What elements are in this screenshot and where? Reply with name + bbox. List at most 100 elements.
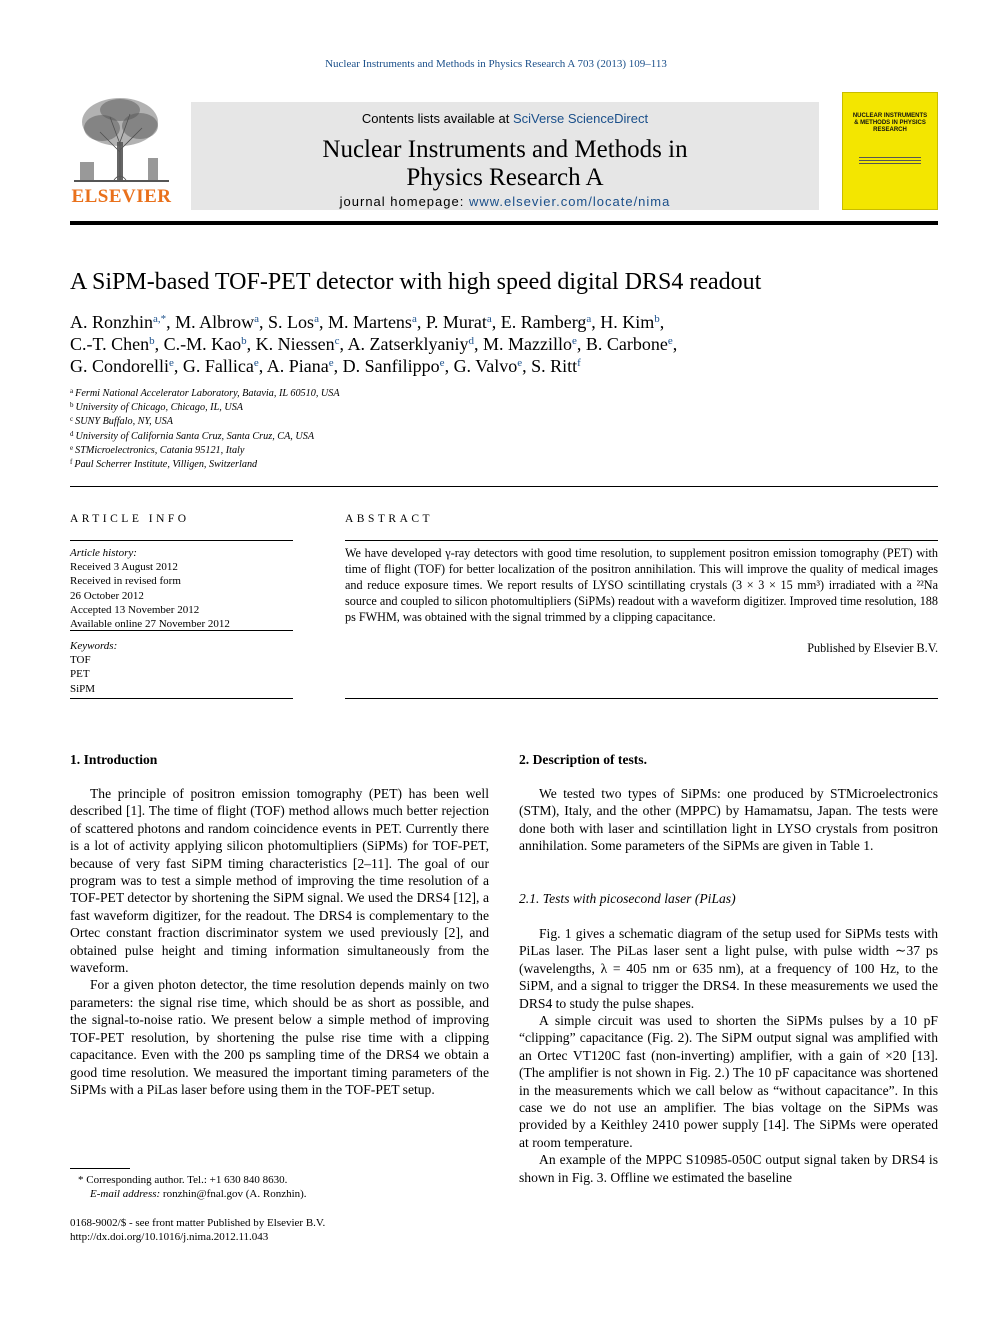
- history-item: Available online 27 November 2012: [70, 618, 230, 631]
- author-name: A. Zatserklyaniy: [347, 334, 469, 354]
- affiliation-text: University of California Santa Cruz, San…: [75, 430, 315, 442]
- affiliation-marker[interactable]: e: [169, 357, 174, 369]
- email-address[interactable]: ronzhin@fnal.gov (A. Ronzhin).: [160, 1188, 307, 1200]
- affiliation-marker[interactable]: a: [486, 313, 492, 325]
- abstract-text: We have developed γ-ray detectors with g…: [345, 546, 938, 624]
- affiliation-marker[interactable]: b: [149, 335, 155, 347]
- affiliation-key: f: [70, 458, 73, 467]
- footnotes: * Corresponding author. Tel.: +1 630 840…: [70, 1173, 489, 1201]
- sciencedirect-link[interactable]: SciVerse ScienceDirect: [512, 111, 649, 126]
- keywords-label: Keywords:: [70, 640, 118, 652]
- elsevier-wordmark: ELSEVIER: [71, 186, 172, 207]
- journal-info-box: Contents lists available at SciVerse Sci…: [191, 102, 819, 210]
- description-body: We tested two types of SiPMs: one produc…: [519, 785, 938, 855]
- keyword: SiPM: [70, 682, 96, 695]
- author-name: A. Ronzhin: [70, 312, 153, 332]
- subsection-pilas: 2.1. Tests with picosecond laser (PiLas): [519, 890, 938, 907]
- affiliation-marker[interactable]: e: [328, 357, 334, 369]
- section-introduction: 1. Introduction: [70, 751, 489, 768]
- author-line-3: G. Condorellie, G. Fallicae, A. Pianae, …: [70, 356, 581, 376]
- affiliation-text: University of Chicago, Chicago, IL, USA: [75, 402, 244, 414]
- affiliation-key: e: [70, 443, 74, 452]
- affiliation-text: STMicroelectronics, Catania 95121, Italy: [75, 444, 245, 456]
- author-name: E. Ramberg: [500, 312, 587, 332]
- subsection-heading: 2.1. Tests with picosecond laser (PiLas): [519, 891, 736, 906]
- author-name: S. Ritt: [531, 356, 578, 376]
- doi-link[interactable]: http://dx.doi.org/10.1016/j.nima.2012.11…: [70, 1231, 269, 1243]
- author-name: G. Valvo: [453, 356, 518, 376]
- journal-banner: ELSEVIER Contents lists available at Sci…: [70, 92, 938, 214]
- journal-name-line2: Physics Research A: [406, 164, 604, 191]
- affiliation-marker[interactable]: a: [586, 313, 592, 325]
- affiliation-text: Paul Scherrer Institute, Villigen, Switz…: [74, 459, 258, 471]
- affiliation-text: Fermi National Accelerator Laboratory, B…: [75, 388, 340, 399]
- affiliation-marker[interactable]: e: [439, 357, 445, 369]
- section-heading: 2. Description of tests.: [519, 752, 647, 767]
- homepage-label: journal homepage:: [339, 194, 469, 209]
- divider: [70, 486, 938, 487]
- journal-name-line1: Nuclear Instruments and Methods in: [322, 136, 688, 163]
- elsevier-logo: ELSEVIER: [70, 92, 173, 210]
- email-note: E-mail address: ronzhin@fnal.gov (A. Ron…: [70, 1187, 489, 1201]
- author-name: B. Carbone: [585, 334, 668, 354]
- affiliation-marker[interactable]: e: [253, 357, 259, 369]
- paragraph: An example of the MPPC S10985-050C outpu…: [519, 1152, 938, 1185]
- paragraph: A simple circuit was used to shorten the…: [519, 1013, 938, 1150]
- affiliation-marker[interactable]: b: [241, 335, 247, 347]
- affiliation-marker[interactable]: e: [572, 335, 577, 347]
- author-name: C.-T. Chen: [70, 334, 150, 354]
- cover-lines: [859, 155, 921, 169]
- keywords: Keywords: TOF PET SiPM: [70, 639, 293, 696]
- affiliation-marker[interactable]: a: [314, 313, 319, 325]
- author-name: C.-M. Kao: [163, 334, 242, 354]
- keyword: TOF: [70, 654, 91, 667]
- author-name: K. Niessen: [255, 334, 335, 354]
- author-name: S. Los: [268, 312, 315, 332]
- footnote-divider: [70, 1168, 130, 1169]
- email-label: E-mail address:: [90, 1188, 161, 1200]
- issn-line: 0168-9002/$ - see front matter Published…: [70, 1217, 326, 1229]
- affiliation-marker[interactable]: a: [254, 313, 260, 325]
- homepage-link[interactable]: www.elsevier.com/locate/nima: [468, 194, 671, 209]
- divider: [70, 630, 293, 631]
- article-info-heading: ARTICLE INFO: [70, 513, 190, 525]
- affiliation-marker[interactable]: c: [334, 335, 340, 347]
- author-name: M. Martens: [327, 312, 412, 332]
- author-name: A. Piana: [266, 356, 329, 376]
- divider: [345, 540, 938, 541]
- affiliation-marker[interactable]: e: [667, 335, 673, 347]
- author-line-1: A. Ronzhina,*, M. Albrowa, S. Losa, M. M…: [70, 312, 665, 332]
- author-list: A. Ronzhina,*, M. Albrowa, S. Losa, M. M…: [70, 311, 938, 377]
- affiliation-marker[interactable]: a,*: [153, 313, 167, 325]
- affiliation-marker[interactable]: a: [411, 313, 417, 325]
- affiliation-marker[interactable]: e: [517, 357, 523, 369]
- contents-line: Contents lists available at SciVerse Sci…: [191, 111, 819, 126]
- abstract-heading: ABSTRACT: [345, 513, 434, 525]
- author-name: H. Kim: [600, 312, 655, 332]
- paragraph: For a given photon detector, the time re…: [70, 977, 489, 1097]
- section-description: 2. Description of tests.: [519, 751, 938, 768]
- author-name: M. Albrow: [175, 312, 255, 332]
- corresponding-author-note: * Corresponding author. Tel.: +1 630 840…: [78, 1174, 288, 1186]
- affiliation-marker[interactable]: b: [654, 313, 660, 325]
- journal-homepage: journal homepage: www.elsevier.com/locat…: [191, 194, 819, 209]
- paragraph: The principle of positron emission tomog…: [70, 786, 489, 976]
- keyword: PET: [70, 668, 90, 681]
- journal-cover-thumbnail[interactable]: NUCLEAR INSTRUMENTS & METHODS IN PHYSICS…: [842, 92, 938, 210]
- history-item: Accepted 13 November 2012: [70, 603, 200, 616]
- affiliation-text: SUNY Buffalo, NY, USA: [75, 416, 173, 428]
- introduction-body: The principle of positron emission tomog…: [70, 785, 489, 1098]
- published-by: Published by Elsevier B.V.: [807, 641, 938, 655]
- affiliation-marker[interactable]: f: [577, 357, 581, 369]
- affiliation-key: b: [70, 401, 74, 410]
- author-name: P. Murat: [425, 312, 487, 332]
- section-heading: 1. Introduction: [70, 752, 158, 767]
- affiliation-marker[interactable]: d: [468, 335, 475, 347]
- journal-citation[interactable]: Nuclear Instruments and Methods in Physi…: [325, 58, 667, 70]
